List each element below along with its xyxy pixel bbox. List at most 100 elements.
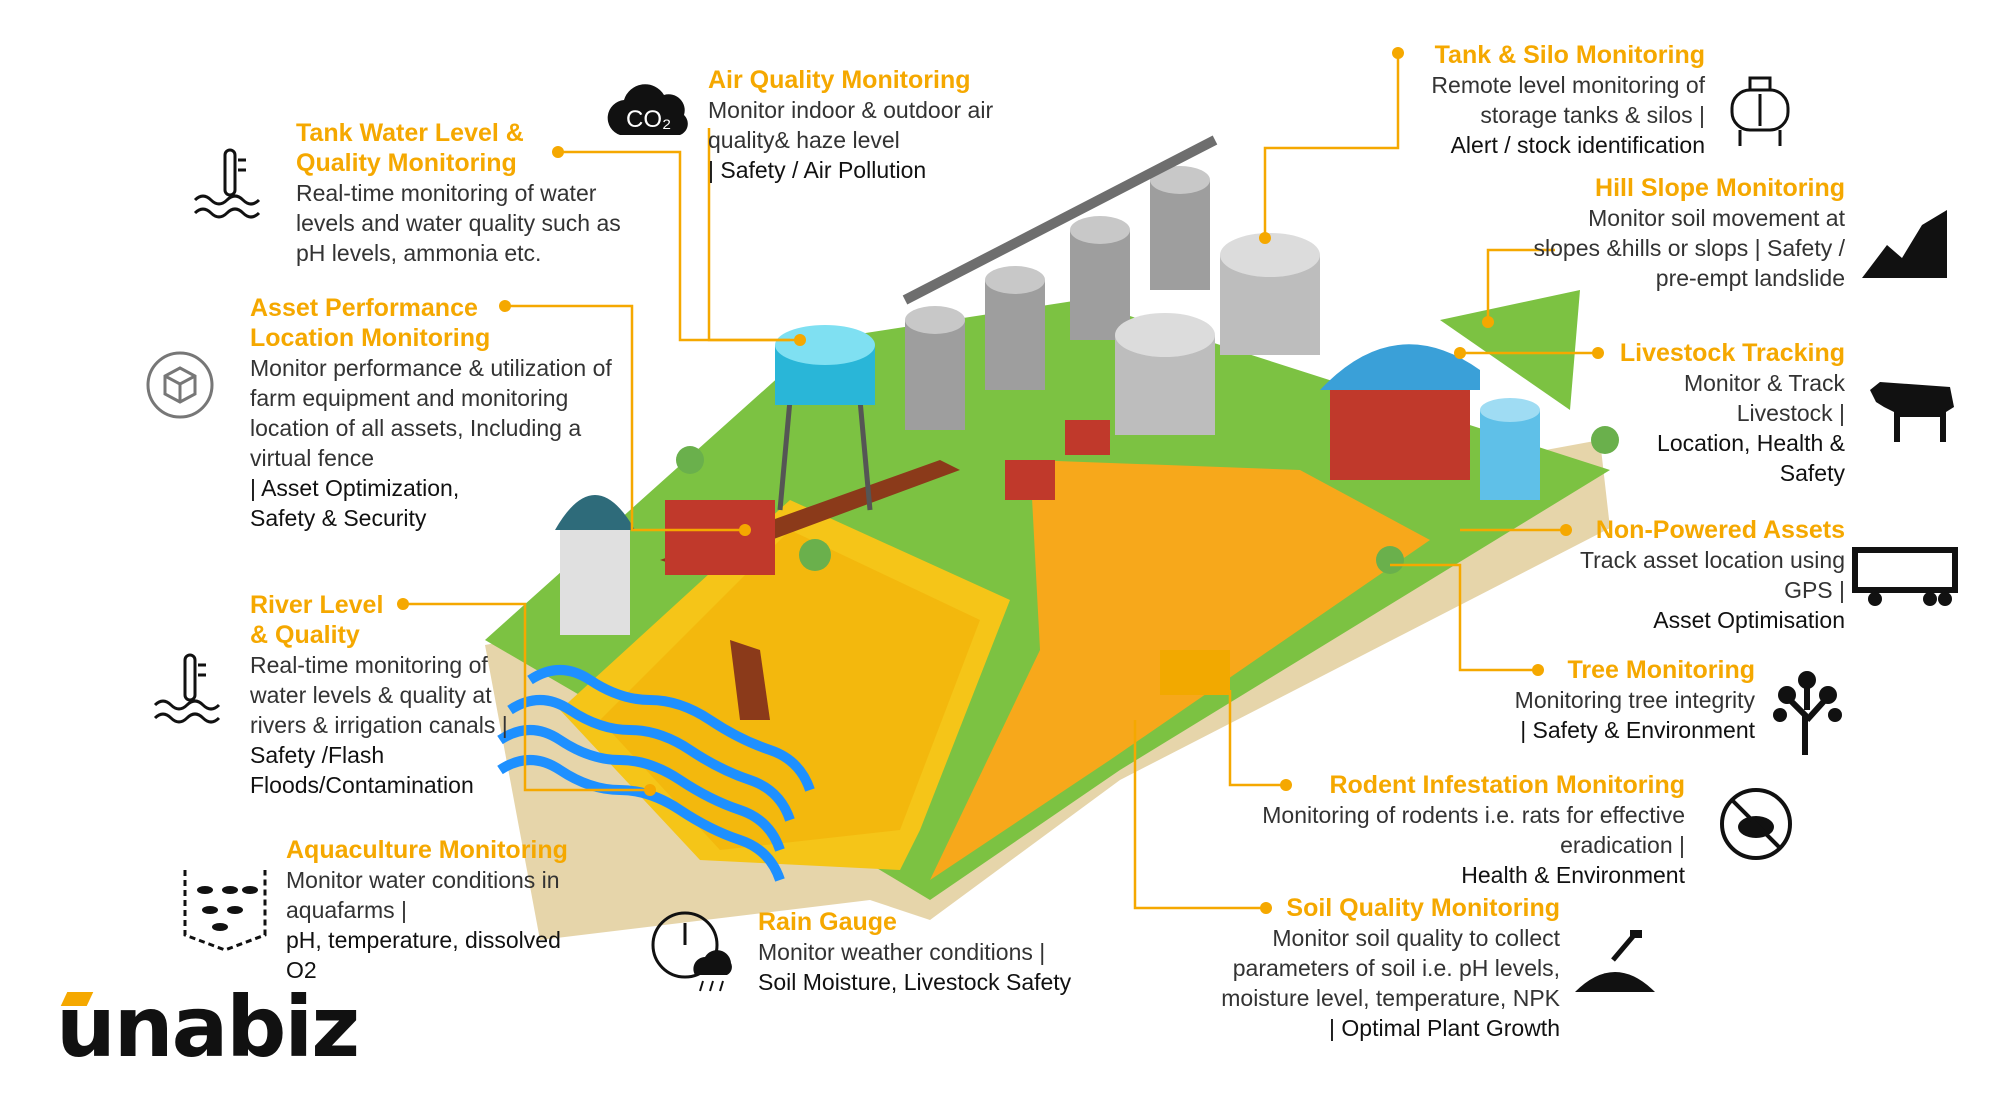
callout-desc: Real-time monitoring of water levels and… (296, 180, 621, 266)
callout-desc: Monitor water conditions in aquafarms | (286, 867, 560, 923)
connector-tank-silo (1263, 53, 1400, 238)
callout-tag: Health & Environment (1461, 862, 1685, 888)
callout-river: River Level & Quality Real-time monitori… (250, 590, 520, 800)
tree-4 (676, 446, 704, 474)
callout-title: Soil Quality Monitoring (1286, 894, 1560, 922)
no-rodent-icon (1720, 788, 1792, 860)
dot-tree (1532, 664, 1544, 676)
callout-tag: Asset Optimisation (1653, 607, 1845, 633)
co2-cloud-icon: CO₂ (607, 84, 688, 135)
callout-tank-silo: Tank & Silo Monitoring Remote level moni… (1380, 40, 1705, 160)
dirt-road-2 (730, 640, 770, 720)
callout-desc: Monitor soil movement at slopes &hills o… (1533, 205, 1846, 291)
river-wave-1 (527, 665, 815, 792)
callout-hill-slope: Hill Slope Monitoring Monitor soil movem… (1520, 173, 1846, 293)
river-wave-3 (497, 725, 785, 852)
callout-tag: Safety /Flash Floods/Contamination (250, 742, 474, 798)
red-barn (1320, 344, 1540, 500)
dot-livestock (1592, 347, 1604, 359)
callout-desc: Monitor performance & utilization of far… (250, 355, 612, 471)
dot-tank-water (552, 146, 564, 158)
connector-river (403, 602, 650, 792)
callout-rodent: Rodent Infestation Monitoring Monitoring… (1225, 770, 1685, 890)
shed-1 (1005, 460, 1055, 500)
dot-barn (1454, 347, 1466, 359)
connector-asset (505, 304, 745, 532)
unabiz-logo: unabiz (56, 978, 360, 1076)
callout-tag: Soil Moisture, Livestock Safety (758, 969, 1072, 995)
callout-title: River Level & Quality (250, 591, 384, 649)
dot-asset (499, 300, 511, 312)
dot-farmhouse (739, 524, 751, 536)
trailer-icon (1852, 547, 1958, 606)
hill-slope (1440, 290, 1580, 410)
callout-tag: | Optimal Plant Growth (1329, 1015, 1560, 1041)
dot-hill (1482, 316, 1494, 328)
shed-2 (1065, 420, 1110, 455)
connector-dots (397, 47, 1604, 914)
farmhouse (665, 500, 775, 575)
mountain-icon (1862, 210, 1947, 278)
callout-desc: Real-time monitoring of water levels & q… (250, 652, 508, 738)
callout-asset-performance: Asset Performance Location Monitoring Mo… (250, 293, 630, 533)
tree-icon (1773, 671, 1842, 755)
callout-desc: Monitoring tree integrity (1514, 687, 1755, 713)
callout-soil: Soil Quality Monitoring Monitor soil qua… (1190, 893, 1560, 1043)
callout-title: Asset Performance Location Monitoring (250, 294, 491, 352)
callout-rain-gauge: Rain Gauge Monitor weather conditions | … (758, 907, 1138, 997)
connector-tree (1390, 563, 1538, 672)
callout-tank-water: Tank Water Level & Quality Monitoring Re… (296, 118, 656, 268)
tree-1 (799, 539, 831, 571)
windmill (555, 495, 635, 635)
dot-tank-silo (1392, 47, 1404, 59)
callout-title: Tank Water Level & Quality Monitoring (296, 119, 524, 177)
tree-2 (1376, 546, 1404, 574)
soil-shovel-icon (1575, 930, 1655, 992)
dot-river-end (644, 784, 656, 796)
callout-desc: Remote level monitoring of storage tanks… (1431, 72, 1705, 128)
callout-title: Tree Monitoring (1567, 656, 1756, 684)
callout-desc: Monitor & Track Livestock | (1683, 370, 1845, 426)
callout-desc: Monitor weather conditions | (758, 939, 1046, 965)
callout-title: Rain Gauge (758, 908, 897, 936)
callout-title: Hill Slope Monitoring (1595, 174, 1845, 202)
callout-tag: pH, temperature, dissolved O2 (286, 927, 561, 983)
dot-silo (1259, 232, 1271, 244)
callout-desc: Monitor soil quality to collect paramete… (1221, 925, 1560, 1011)
dot-water-tower (794, 334, 806, 346)
callout-desc: Monitoring of rodents i.e. rats for effe… (1262, 802, 1685, 858)
thermometer-water-icon (153, 653, 221, 724)
callout-non-powered: Non-Powered Assets Track asset location … (1560, 515, 1845, 635)
callout-aquaculture: Aquaculture Monitoring Monitor water con… (286, 835, 616, 985)
callout-livestock: Livestock Tracking Monitor & Track Lives… (1600, 338, 1845, 488)
callout-tag: | Safety & Environment (1520, 717, 1755, 743)
svg-text:CO₂: CO₂ (626, 106, 671, 133)
callout-title: Aquaculture Monitoring (286, 836, 568, 864)
connector-lines (403, 53, 1598, 910)
dot-river (397, 598, 409, 610)
connector-hill (1486, 248, 1555, 322)
rain-gauge-icon (651, 911, 732, 992)
callout-title: Livestock Tracking (1619, 339, 1845, 367)
crop-texture (600, 530, 980, 850)
cow-icon (1870, 382, 1954, 442)
callout-air-quality: Air Quality Monitoring Monitor indoor & … (708, 65, 1038, 185)
tree-3 (1591, 426, 1619, 454)
dot-non-powered (1560, 524, 1572, 536)
asset-cube-icon (146, 351, 214, 419)
callout-tag: | Safety / Air Pollution (708, 157, 927, 183)
thermometer-water-icon (193, 148, 261, 219)
river-wave-2 (507, 695, 795, 822)
dot-rodent (1280, 779, 1292, 791)
callout-tag: Alert / stock identification (1450, 132, 1705, 158)
callout-tag: | Asset Optimization, Safety & Security (250, 475, 460, 531)
callout-title: Tank & Silo Monitoring (1434, 41, 1705, 69)
silo-group (902, 135, 1320, 435)
callout-title: Non-Powered Assets (1595, 516, 1845, 544)
silo-tank-icon (1730, 76, 1790, 146)
callout-desc: Monitor indoor & outdoor air quality& ha… (708, 97, 994, 153)
dot-soil (1260, 902, 1272, 914)
callout-tree: Tree Monitoring Monitoring tree integrit… (1480, 655, 1755, 745)
fish-net-icon (183, 870, 267, 952)
